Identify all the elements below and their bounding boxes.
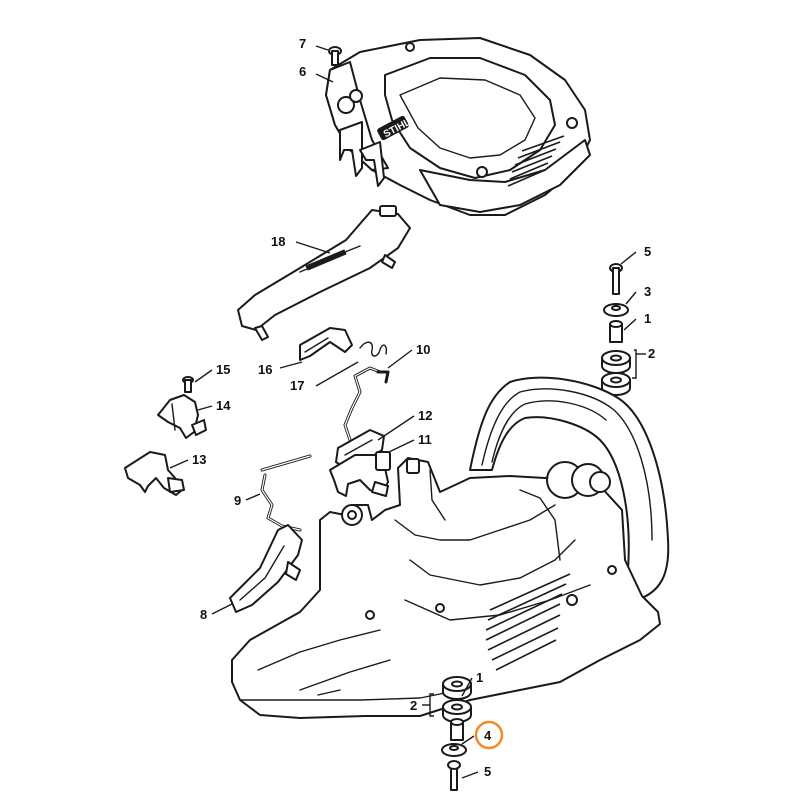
callout-1-bottom[interactable]: 1 xyxy=(476,670,483,685)
highlight-ring xyxy=(474,720,504,750)
annular-buffer-part-2-bottom[interactable] xyxy=(442,676,472,723)
rear-handle-loop[interactable] xyxy=(469,376,670,601)
sleeve-part-1-top[interactable] xyxy=(609,320,623,343)
callout-5-bottom[interactable]: 5 xyxy=(484,764,491,779)
callout-6[interactable]: 6 xyxy=(299,64,306,79)
callout-8[interactable]: 8 xyxy=(200,607,207,622)
callout-15[interactable]: 15 xyxy=(216,362,230,377)
body-cooling-grille xyxy=(485,573,571,671)
brand-logo xyxy=(377,115,409,141)
callout-9[interactable]: 9 xyxy=(234,493,241,508)
callout-leaders xyxy=(169,45,646,779)
trigger-lockout-part-11[interactable] xyxy=(329,451,391,497)
screw-part-5-top[interactable] xyxy=(609,263,623,295)
throttle-trigger-part-13[interactable] xyxy=(124,451,185,496)
callout-1-top[interactable]: 1 xyxy=(644,311,651,326)
callout-13[interactable]: 13 xyxy=(192,452,206,467)
callout-12[interactable]: 12 xyxy=(418,408,432,423)
sleeve-part-1-bottom[interactable] xyxy=(450,718,464,741)
washer-part-3[interactable] xyxy=(603,303,629,317)
callout-10[interactable]: 10 xyxy=(416,342,430,357)
callout-labels: 7 6 18 5 3 1 2 10 16 17 15 14 12 11 13 9… xyxy=(192,36,655,779)
callout-14[interactable]: 14 xyxy=(216,398,231,413)
lever-part-15[interactable] xyxy=(182,376,194,393)
trigger-handle-part[interactable] xyxy=(237,205,411,341)
bracket-part-16[interactable] xyxy=(299,327,353,361)
callout-3[interactable]: 3 xyxy=(644,284,651,299)
lever-part-14[interactable] xyxy=(157,394,207,439)
callout-11[interactable]: 11 xyxy=(418,432,432,447)
annular-buffer-part-2-top[interactable] xyxy=(601,350,631,396)
screw-part-7[interactable] xyxy=(328,46,342,66)
screw-part-5-bottom[interactable] xyxy=(447,760,461,791)
wire-rod-part-9[interactable] xyxy=(260,454,312,532)
spring-part-17[interactable] xyxy=(315,341,388,387)
callout-18[interactable]: 18 xyxy=(271,234,285,249)
callout-5-top[interactable]: 5 xyxy=(644,244,651,259)
callout-4[interactable]: 4 xyxy=(484,728,492,743)
callout-2-bottom[interactable]: 2 xyxy=(410,698,417,713)
callout-16[interactable]: 16 xyxy=(258,362,272,377)
callout-7[interactable]: 7 xyxy=(299,36,306,51)
callout-2-top[interactable]: 2 xyxy=(648,346,655,361)
callout-17[interactable]: 17 xyxy=(290,378,304,393)
cooling-fins xyxy=(507,135,565,187)
engine-housing-body[interactable] xyxy=(231,457,661,719)
wire-rod-part-10[interactable] xyxy=(343,366,390,442)
washer-part-4[interactable] xyxy=(441,743,467,757)
handle-housing-part[interactable]: STIHL xyxy=(325,37,591,216)
cover-part-8[interactable] xyxy=(229,524,303,613)
